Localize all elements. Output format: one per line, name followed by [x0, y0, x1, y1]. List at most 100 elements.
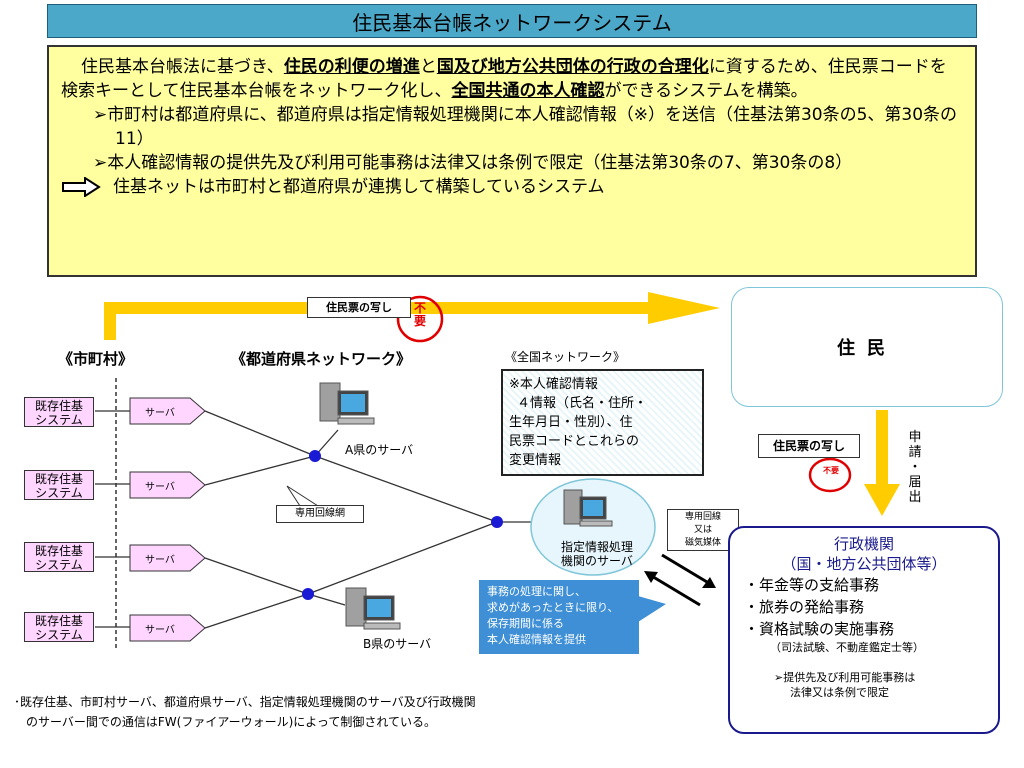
gov-item-sub: （司法試験、不動産鑑定士等） — [770, 641, 924, 654]
summary-paragraph: 住民基本台帳法に基づき、住民の利便の増進と国及び地方公共団体の行政の合理化に資す… — [61, 55, 963, 103]
application-char: 届 — [908, 475, 922, 490]
yellow-arrow-top — [104, 292, 720, 340]
municipal-servers — [129, 397, 206, 642]
dedicated-line-label: 専用回線網 — [276, 505, 364, 523]
summary-bullet-1: ➢市町村は都道府県に、都道府県は指定情報処理機関に本人確認情報（※）を送信（住基… — [93, 105, 958, 149]
page-title: 住民基本台帳ネットワークシステム — [47, 4, 977, 38]
application-label: 申 請 ・ 届 出 — [906, 430, 924, 505]
fuyou-circle-right — [808, 457, 852, 493]
residents-box: 住民 — [731, 287, 1003, 407]
existing-system-label: システム — [35, 486, 83, 500]
server-a-label: A県のサーバ — [345, 443, 414, 457]
summary-emphasis: 全国共通の本人確認 — [451, 81, 605, 101]
summary-conclusion: 住基ネットは市町村と都道府県が連携して構築しているシステム — [61, 175, 963, 199]
gov-subtitle: （国・地方公共団体等） — [781, 555, 947, 573]
gov-item: ・年金等の支給事務 — [744, 576, 880, 594]
summary-text: と — [419, 57, 437, 77]
footnote-line: のサーバー間での通信はFW(ファイアーウォール)によって制御されている。 — [26, 715, 436, 729]
designated-server-label: 指定情報処理 機関のサーバ — [552, 540, 642, 568]
computer-icon-b — [345, 587, 401, 630]
existing-system-label: システム — [35, 558, 83, 572]
provide-line: 本人確認情報を提供 — [487, 633, 586, 646]
summary-emphasis: 住民の利便の増進 — [283, 57, 420, 77]
gov-item: ・資格試験の実施事務 — [744, 620, 895, 638]
summary-bullet-2: ➢本人確認情報の提供先及び利用可能事務は法律又は条例で限定（住基法第30条の7、… — [93, 153, 853, 173]
note-line: 変更情報 — [509, 453, 562, 468]
server-label: サーバ — [145, 408, 175, 419]
exchange-arrows — [644, 553, 716, 607]
summary-text: ができるシステムを構築。 — [604, 81, 808, 101]
existing-system-label: 既存住基 — [34, 472, 83, 486]
note-line: ４情報（氏名・住所・ — [517, 396, 648, 411]
designated-server-line: 指定情報処理 — [560, 540, 633, 554]
gov-note: ➢提供先及び利用可能事務は — [774, 671, 916, 684]
provide-bubble-tail — [638, 596, 666, 622]
application-char: 請 — [908, 445, 922, 460]
computer-icon-national — [563, 489, 613, 527]
note-line: 生年月日・性別）、住 — [509, 415, 633, 430]
designated-server-ellipse — [530, 478, 656, 576]
provide-line: 事務の処理に関し、 — [487, 585, 586, 598]
label-national-network: 《全国ネットワーク》 — [505, 350, 626, 364]
label-prefecture-network: 《都道府県ネットワーク》 — [231, 350, 412, 368]
system-connectors — [95, 410, 130, 628]
summary-text: に資するため、住民票コードを検索キーとして住民基本台帳をネットワーク化し、 — [61, 57, 947, 101]
server-label: サーバ — [145, 482, 175, 493]
media-line: 磁気媒体 — [684, 538, 721, 548]
label-municipality: 《市町村》 — [58, 350, 134, 368]
node-b — [302, 588, 314, 600]
media-line: 専用回線 — [684, 512, 721, 522]
application-char: ・ — [908, 460, 922, 475]
footnote-line: ･既存住基、市町村サーバ、都道府県サーバ、指定情報処理機関のサーバ及び行政機関 — [14, 695, 476, 709]
fuyou-label-top: 不 要 — [413, 302, 427, 328]
provide-info-bubble: 事務の処理に関し、 求めがあったときに限り、 保存期間に係る 本人確認情報を提供 — [479, 580, 639, 654]
computer-icon-a — [319, 382, 375, 425]
existing-system-label: 既存住基 — [34, 399, 83, 413]
application-char: 出 — [908, 490, 922, 505]
existing-system-1: 既存住基 システム — [24, 397, 94, 427]
node-a — [309, 450, 321, 462]
yellow-arrow-down — [864, 410, 900, 516]
footnote: ･既存住基、市町村サーバ、都道府県サーバ、指定情報処理機関のサーバ及び行政機関 … — [14, 692, 714, 732]
municipal-server-2 — [129, 471, 206, 499]
gov-title: 行政機関 — [833, 535, 894, 553]
existing-system-label: システム — [35, 413, 83, 427]
government-agencies-box: 行政機関 （国・地方公共団体等） ・年金等の支給事務 ・旅券の発給事務 ・資格試… — [728, 526, 1000, 734]
municipal-server-4 — [129, 614, 206, 642]
existing-system-label: システム — [35, 628, 83, 642]
server-label: サーバ — [145, 555, 175, 566]
network-lines — [204, 410, 545, 629]
municipal-server-1 — [129, 397, 206, 425]
existing-system-4: 既存住基 システム — [24, 612, 94, 642]
node-national — [491, 516, 503, 528]
existing-system-2: 既存住基 システム — [24, 470, 94, 500]
right-arrow-icon — [62, 177, 101, 197]
callout-tail — [286, 485, 320, 507]
existing-system-label: 既存住基 — [34, 614, 83, 628]
gov-note: 法律又は条例で限定 — [790, 686, 889, 699]
summary-emphasis: 国及び地方公共団体の行政の合理化 — [436, 57, 709, 77]
summary-box: 住民基本台帳法に基づき、住民の利便の増進と国及び地方公共団体の行政の合理化に資す… — [47, 45, 977, 277]
existing-system-label: 既存住基 — [34, 544, 83, 558]
existing-system-3: 既存住基 システム — [24, 542, 94, 572]
fuyou-char: 要 — [413, 314, 426, 328]
server-b-label: B県のサーバ — [363, 637, 432, 651]
note-line: ※本人確認情報 — [509, 377, 598, 392]
municipal-server-3 — [129, 544, 206, 572]
note-line: 民票コードとこれらの — [509, 434, 640, 449]
fuyou-char: 不 — [413, 301, 426, 315]
media-label: 専用回線 又は 磁気媒体 — [667, 509, 739, 551]
identity-info-note: ※本人確認情報 ４情報（氏名・住所・ 生年月日・性別）、住 民票コードとこれらの… — [501, 369, 704, 476]
gov-item: ・旅券の発給事務 — [744, 598, 865, 616]
application-char: 申 — [908, 430, 922, 445]
designated-server-line: 機関のサーバ — [561, 554, 633, 568]
provide-line: 求めがあったときに限り、 — [487, 601, 619, 614]
server-label: サーバ — [145, 625, 175, 636]
fuyou-circle-top — [396, 295, 444, 343]
media-line: 又は — [693, 525, 712, 535]
provide-line: 保存期間に係る — [487, 617, 564, 630]
juminhyo-copy-label-top: 住民票の写し — [307, 297, 411, 318]
juminhyo-copy-label-right: 住民票の写し — [758, 434, 860, 458]
summary-text: 住民基本台帳法に基づき、 — [81, 57, 284, 77]
